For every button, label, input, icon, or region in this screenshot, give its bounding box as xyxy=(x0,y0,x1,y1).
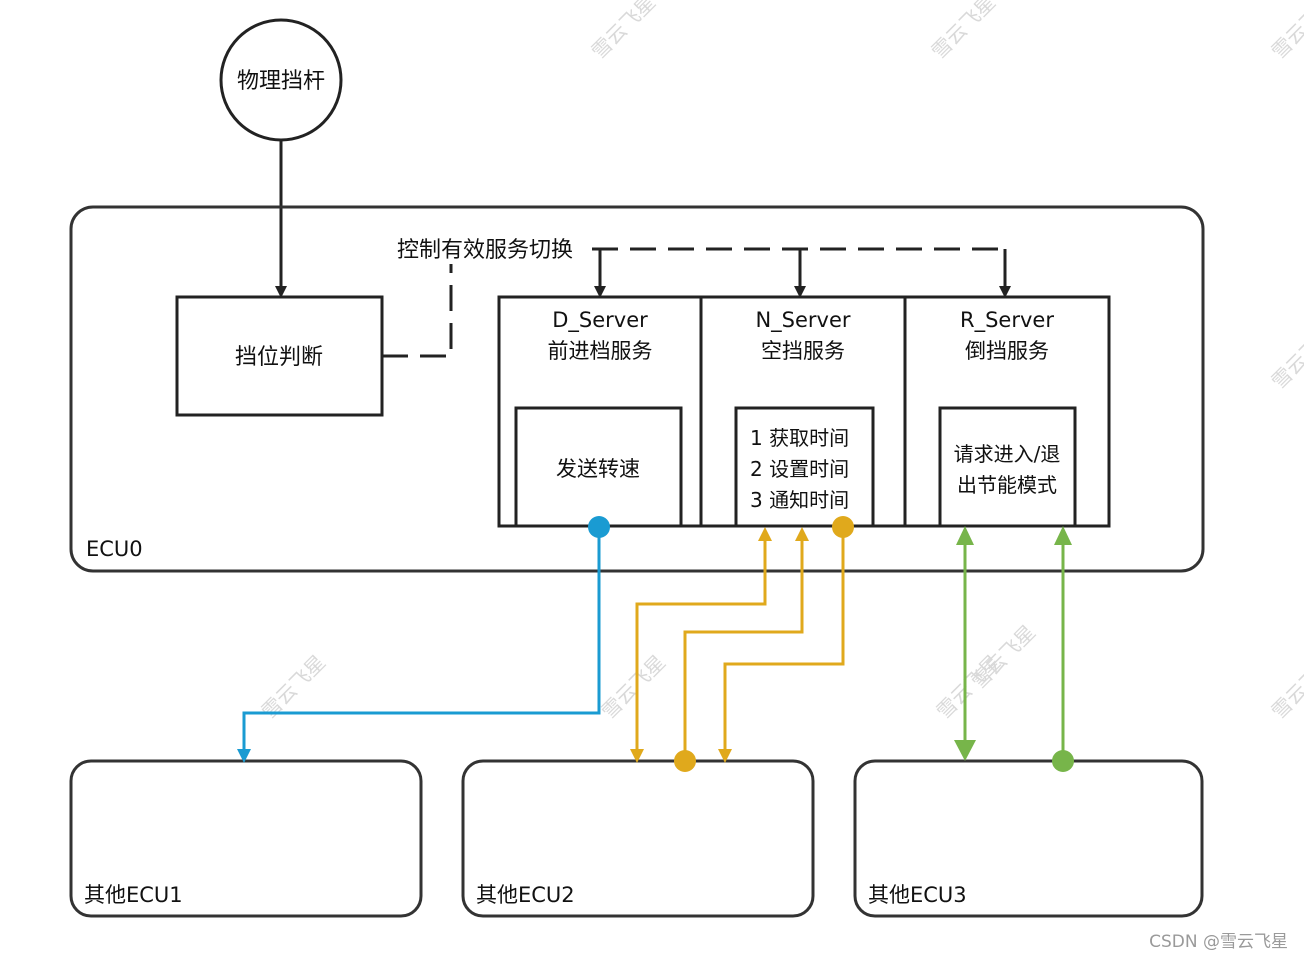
r-server-name: R_Server xyxy=(960,308,1054,333)
n-server-step-2: 2 设置时间 xyxy=(750,457,849,481)
d-server-desc: 前进档服务 xyxy=(548,339,653,363)
gold-line-1-up xyxy=(635,527,772,754)
n-server-desc: 空挡服务 xyxy=(761,339,845,363)
watermark-text: 雪云飞星 xyxy=(927,0,1001,64)
n-server-step-3: 3 通知时间 xyxy=(750,488,849,512)
gear-judgement-label: 挡位判断 xyxy=(235,345,323,370)
gold-source-dot-n-server xyxy=(832,516,854,538)
ecu3-box xyxy=(853,759,1204,918)
ecu1-label: 其他ECU1 xyxy=(84,883,183,907)
r-server-desc: 倒挡服务 xyxy=(965,339,1049,363)
gold-source-dot-ecu2 xyxy=(674,750,696,772)
d-server-name: D_Server xyxy=(552,308,648,333)
d-server-inner-box xyxy=(514,406,683,528)
gold-line-2 xyxy=(683,527,809,761)
r-server-inner-box xyxy=(938,406,1077,528)
r-server-inner-line-1: 请求进入/退 xyxy=(954,442,1061,466)
ecu0-label: ECU0 xyxy=(86,537,143,561)
blue-line-d-to-ecu1 xyxy=(237,527,601,763)
ecu2-label: 其他ECU2 xyxy=(476,883,575,907)
gear-judgement-box xyxy=(175,295,384,417)
watermark-text: 雪云飞星 xyxy=(597,650,671,724)
watermark-text: 雪云飞星 xyxy=(1267,650,1304,724)
n-server-name: N_Server xyxy=(755,308,850,333)
physical-lever-label: 物理挡杆 xyxy=(237,69,325,94)
gold-line-3 xyxy=(718,527,845,763)
n-server-inner-box xyxy=(734,406,875,528)
green-arrowhead-up-1 xyxy=(956,526,974,545)
green-arrowhead-up-2 xyxy=(1054,526,1072,545)
credit-text: CSDN @雪云飞星 xyxy=(1149,932,1288,952)
green-source-dot xyxy=(1052,750,1074,772)
watermark-text: 雪云飞星 xyxy=(587,0,661,64)
ecu0-box xyxy=(69,205,1205,573)
control-dashed-line xyxy=(382,264,453,358)
ecu3-label: 其他ECU3 xyxy=(868,883,967,907)
control-switch-label: 控制有效服务切换 xyxy=(397,238,573,263)
blue-source-dot xyxy=(588,516,610,538)
watermark-text: 雪云飞星 xyxy=(1267,0,1304,64)
watermark-text: 雪云飞星 xyxy=(1267,320,1304,394)
n-server-step-1: 1 获取时间 xyxy=(750,426,849,450)
watermark-text: 雪云飞星 xyxy=(967,620,1041,694)
green-arrowhead-down xyxy=(954,740,976,761)
d-server-inner-label: 发送转速 xyxy=(556,457,640,481)
r-server-inner-line-2: 出节能模式 xyxy=(957,473,1057,497)
